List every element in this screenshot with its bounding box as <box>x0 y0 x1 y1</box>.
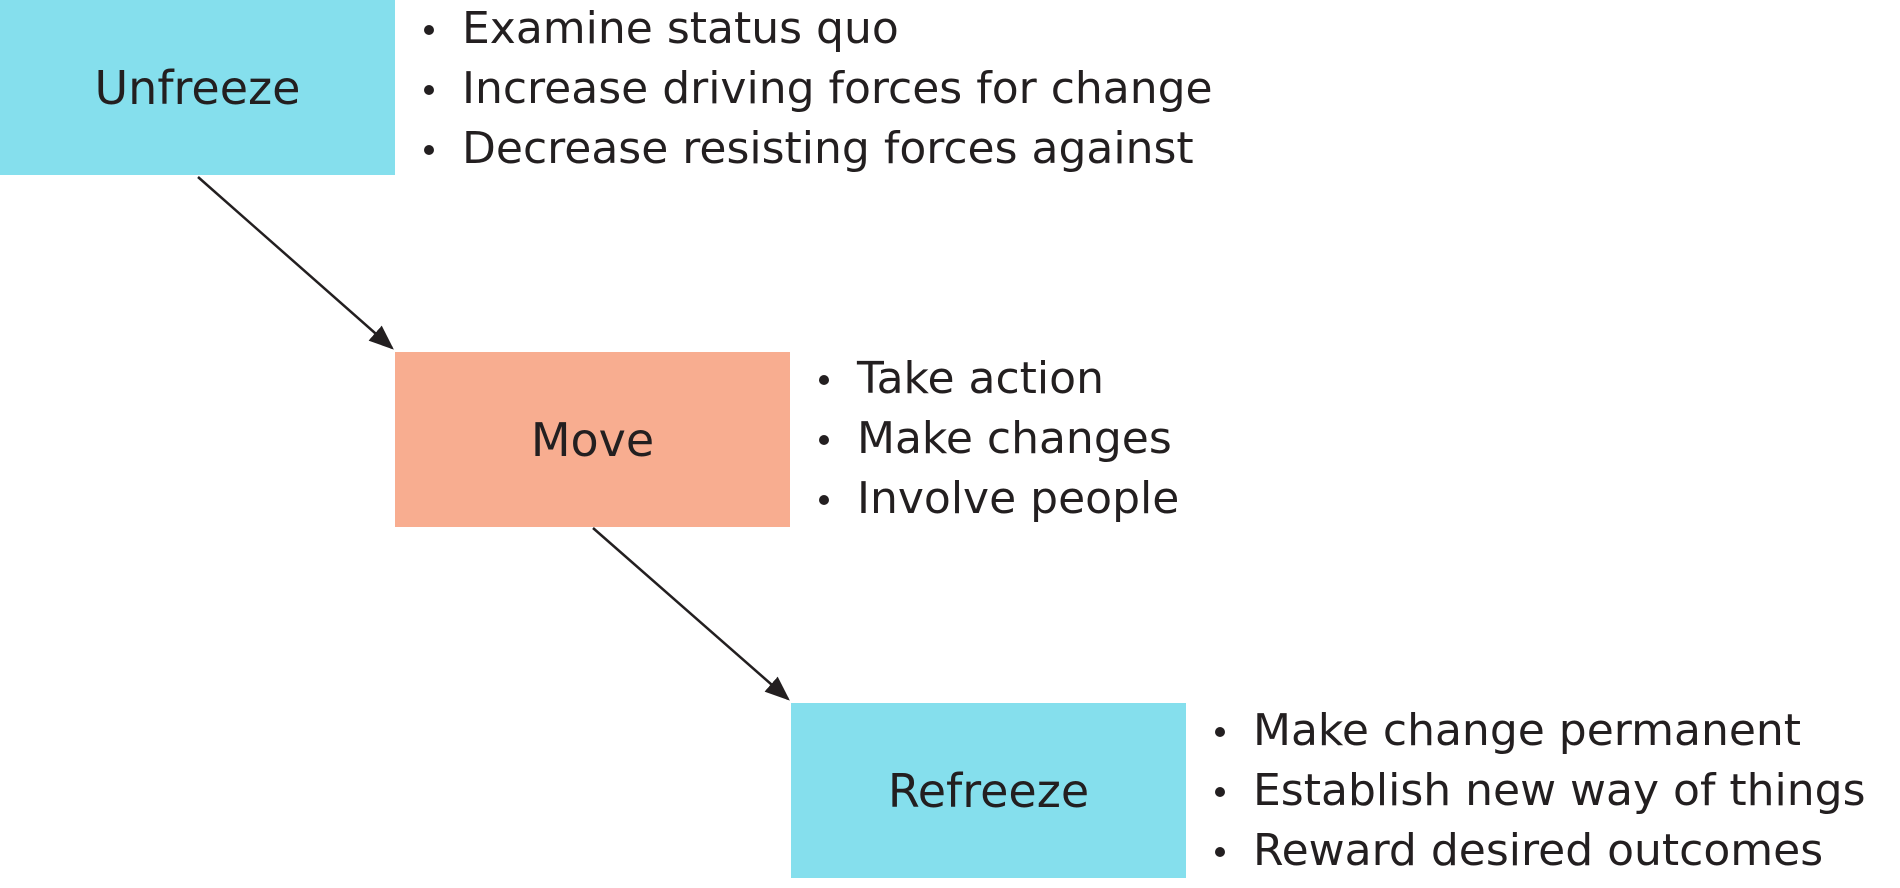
refreeze-label: Refreeze <box>887 763 1090 818</box>
move-bullet-list: Take action Make changes Involve people <box>809 349 1179 529</box>
unfreeze-bullet: Decrease resisting forces against <box>414 119 1213 179</box>
unfreeze-label: Unfreeze <box>94 60 301 115</box>
move-bullet: Make changes <box>809 409 1179 469</box>
move-bullet: Take action <box>809 349 1179 409</box>
arrow-unfreeze-to-move <box>197 176 394 350</box>
refreeze-box: Refreeze <box>791 703 1186 878</box>
refreeze-bullet: Establish new way of things <box>1205 761 1866 821</box>
move-box: Move <box>395 352 790 527</box>
unfreeze-bullet: Examine status quo <box>414 0 1213 59</box>
move-label: Move <box>530 412 655 467</box>
refreeze-bullet: Reward desired outcomes <box>1205 821 1866 881</box>
refreeze-bullet: Make change permanent <box>1205 701 1866 761</box>
unfreeze-box: Unfreeze <box>0 0 395 175</box>
arrow-move-to-refreeze <box>592 527 790 701</box>
refreeze-bullet-list: Make change permanent Establish new way … <box>1205 701 1866 881</box>
move-bullet: Involve people <box>809 469 1179 529</box>
unfreeze-bullet-list: Examine status quo Increase driving forc… <box>414 0 1213 179</box>
unfreeze-bullet: Increase driving forces for change <box>414 59 1213 119</box>
